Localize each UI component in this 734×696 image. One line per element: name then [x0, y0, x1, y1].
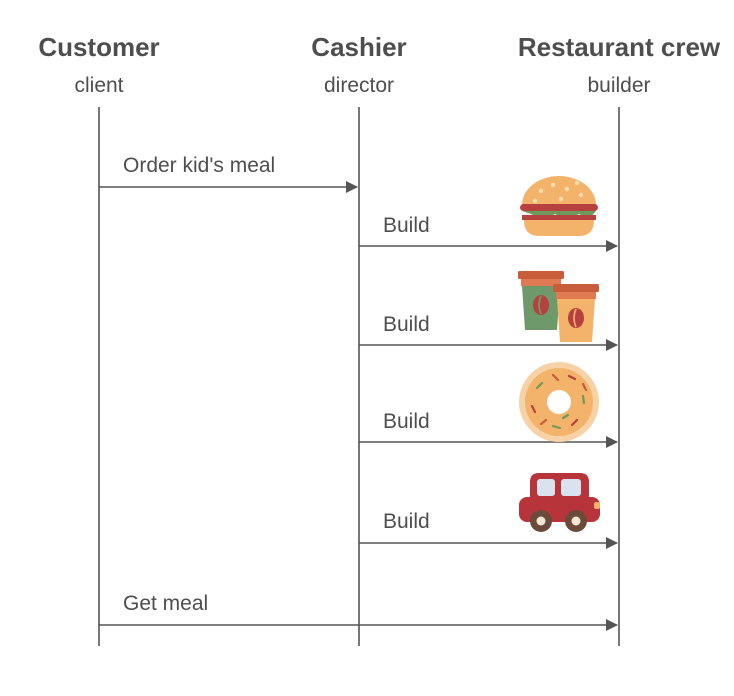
actor-role-restaurant-crew: builder	[587, 74, 650, 97]
actor-role-customer: client	[74, 74, 123, 97]
actor-cashier: Cashier director	[311, 32, 406, 97]
actor-name-cashier: Cashier	[311, 32, 406, 62]
message-build-donut: Build	[359, 362, 618, 448]
actor-role-cashier: director	[324, 74, 394, 97]
message-label: Build	[383, 214, 430, 237]
message-build-toy-car: Build	[359, 473, 618, 549]
drinks-icon	[518, 271, 599, 342]
toy-car-icon	[519, 473, 600, 532]
message-label: Build	[383, 410, 430, 433]
actor-customer: Customer client	[38, 32, 159, 97]
message-label: Get meal	[123, 592, 208, 615]
message-order-kids-meal: Order kid's meal	[99, 154, 358, 193]
message-label: Build	[383, 510, 430, 533]
donut-icon	[519, 362, 599, 442]
actor-restaurant-crew: Restaurant crew builder	[518, 32, 721, 97]
message-build-burger: Build	[359, 176, 618, 252]
message-label: Build	[383, 313, 430, 336]
message-build-drinks: Build	[359, 271, 618, 351]
message-label: Order kid's meal	[123, 154, 275, 177]
burger-icon	[520, 176, 598, 236]
actor-name-restaurant-crew: Restaurant crew	[518, 32, 721, 62]
message-get-meal: Get meal	[99, 592, 618, 631]
actor-name-customer: Customer	[38, 32, 159, 62]
